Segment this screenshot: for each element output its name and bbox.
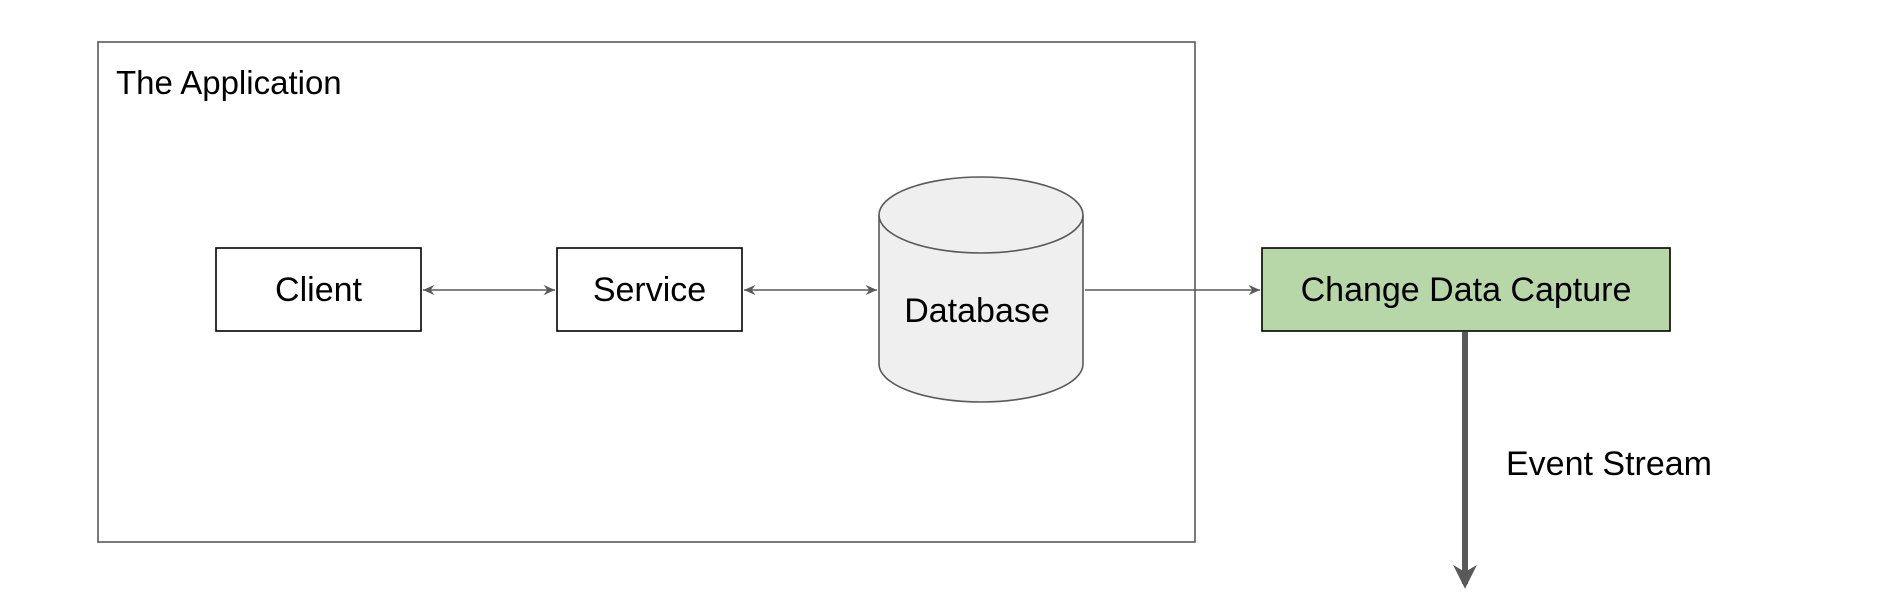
client-node: Client [215,247,422,332]
event-stream: Event Stream [1453,332,1712,589]
service-node: Service [556,247,743,332]
database-top [878,176,1084,254]
cdc-box [1261,247,1671,332]
database-node: Database [878,176,1084,403]
cdc-node: Change Data Capture [1261,247,1671,332]
database-label: Database [904,292,1050,330]
service-label: Service [593,271,706,309]
event-stream-label: Event Stream [1506,445,1712,483]
service-box [556,247,743,332]
cdc-label: Change Data Capture [1301,271,1632,309]
client-label: Client [275,271,362,309]
database-body [878,215,1084,403]
client-box [215,247,422,332]
application-title: The Application [116,64,342,101]
